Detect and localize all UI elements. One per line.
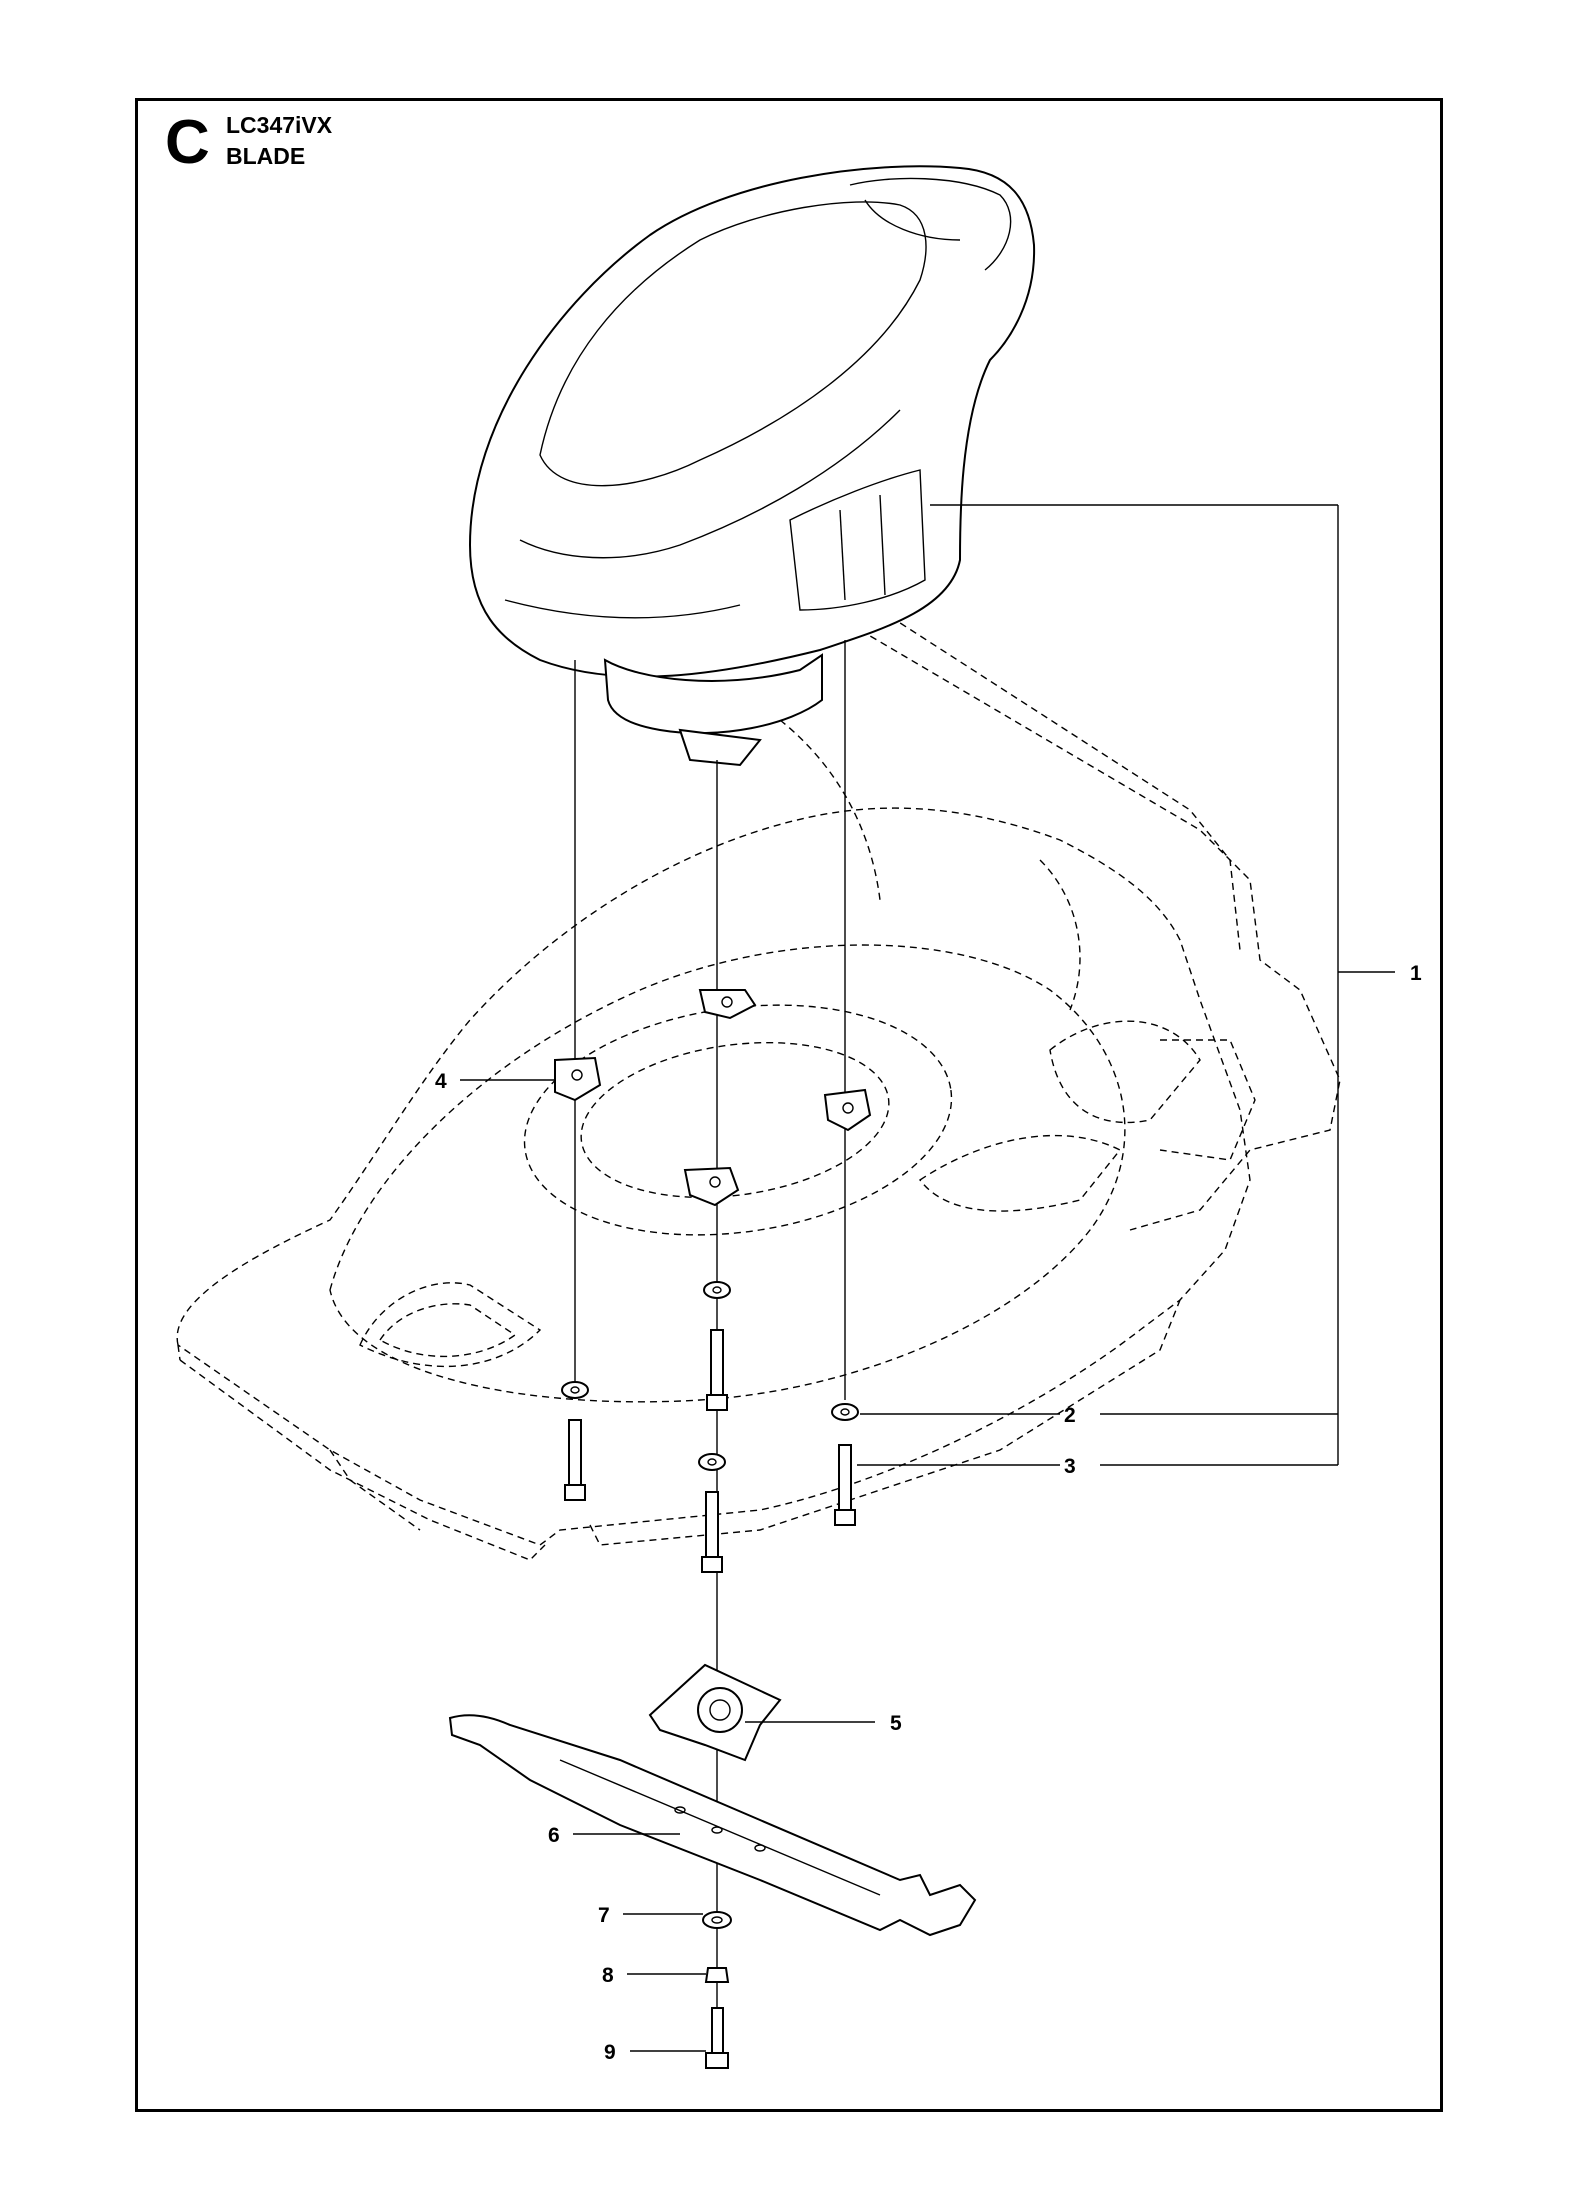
section-letter: C (165, 108, 210, 177)
blade-hub (648, 1663, 782, 1762)
section-title: BLADE (226, 143, 306, 169)
callout-6: 6 (548, 1824, 560, 1847)
model-title: LC347iVX (226, 112, 333, 138)
motor-housing (468, 165, 1036, 767)
mounting-clips (554, 989, 872, 1207)
callout-4: 4 (435, 1070, 447, 1093)
callout-3: 3 (1064, 1455, 1076, 1478)
callout-numbers: 1 2 3 4 5 6 7 8 9 (435, 962, 1422, 2064)
mower-blade (448, 1714, 977, 1937)
callout-9: 9 (604, 2041, 616, 2064)
callout-1-bracket (930, 504, 1395, 1466)
callout-8: 8 (602, 1964, 614, 1987)
washers-and-bolts (561, 1281, 859, 1573)
callout-leaders (460, 1079, 1060, 2052)
callout-5: 5 (890, 1712, 902, 1735)
blade-fasteners (702, 1911, 732, 2069)
callout-7: 7 (598, 1904, 610, 1927)
mower-deck-outline (176, 609, 1341, 1561)
callout-1: 1 (1410, 962, 1422, 985)
diagram-frame (135, 98, 1443, 2112)
callout-2: 2 (1064, 1404, 1076, 1427)
